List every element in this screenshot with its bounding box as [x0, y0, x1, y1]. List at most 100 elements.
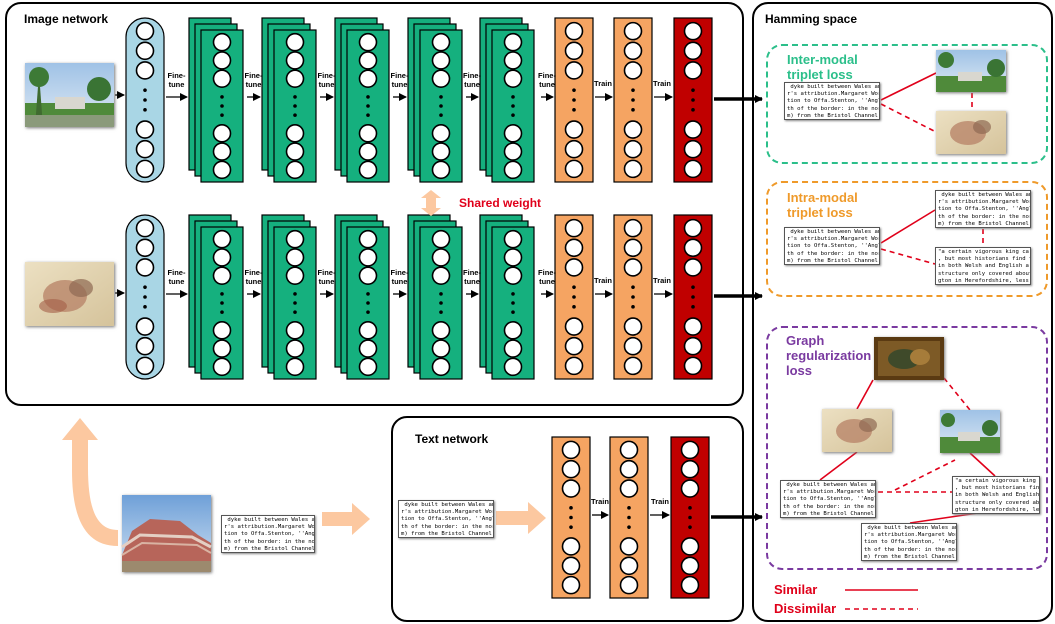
legend-dissimilar-label: Dissimilar	[774, 601, 837, 616]
neuron-node	[561, 556, 581, 576]
neuron-node	[680, 479, 700, 498]
ellipsis-dot	[627, 506, 631, 510]
neuron-node	[431, 339, 451, 358]
neuron-node	[285, 339, 305, 358]
neuron-node	[212, 229, 232, 249]
ellipsis-dot	[220, 292, 224, 296]
neuron-node	[623, 238, 643, 258]
neuron-node	[358, 160, 378, 180]
fc-layer	[554, 17, 594, 183]
neuron-node	[564, 336, 584, 356]
ellipsis-dot	[293, 113, 297, 117]
ellipsis-dot	[631, 98, 635, 102]
similar-line	[909, 512, 979, 524]
neuron-node	[212, 266, 232, 285]
neuron-node	[431, 124, 451, 143]
ellipsis-dot	[220, 104, 224, 108]
legend-similar-label: Similar	[774, 582, 818, 597]
graph-regularization-loss-box	[766, 326, 1048, 570]
ellipsis-dot	[631, 295, 635, 299]
neuron-node	[623, 61, 643, 80]
neuron-node	[619, 479, 639, 498]
neuron-node	[358, 69, 378, 88]
neuron-node	[680, 537, 700, 556]
ellipsis-dot	[572, 88, 576, 92]
ellipsis-dot	[366, 301, 370, 305]
neuron-node	[135, 41, 155, 61]
desert-photo	[121, 495, 212, 572]
inter-landscape-photo	[936, 50, 1006, 92]
framed-painting-photo	[874, 337, 944, 380]
neuron-node	[564, 139, 584, 159]
neuron-node	[135, 61, 155, 80]
train-label: Train	[594, 276, 612, 285]
neuron-node	[683, 41, 703, 61]
neuron-node	[564, 159, 584, 179]
text-fc-layer	[609, 436, 649, 599]
ellipsis-dot	[631, 305, 635, 309]
ellipsis-dot	[511, 104, 515, 108]
input-layer	[125, 214, 165, 380]
neuron-node	[561, 575, 581, 595]
ellipsis-dot	[688, 506, 692, 510]
neuron-node	[683, 159, 703, 179]
input-layer	[125, 17, 165, 183]
neuron-node	[135, 336, 155, 356]
neuron-node	[683, 21, 703, 41]
ellipsis-dot	[691, 108, 695, 112]
finetune-label: Fine- tune	[244, 71, 263, 89]
ellipsis-dot	[293, 301, 297, 305]
neuron-node	[431, 248, 451, 267]
ellipsis-dot	[439, 301, 443, 305]
neuron-node	[683, 317, 703, 336]
ellipsis-dot	[366, 113, 370, 117]
neuron-node	[212, 357, 232, 377]
neuron-node	[358, 32, 378, 52]
neuron-node	[503, 142, 523, 161]
neuron-node	[212, 32, 232, 52]
ellipsis-dot	[569, 506, 573, 510]
neuron-node	[623, 120, 643, 139]
ellipsis-dot	[569, 515, 573, 520]
neuron-node	[135, 159, 155, 179]
ellipsis-dot	[366, 95, 370, 99]
ellipsis-dot	[572, 285, 576, 289]
ellipsis-dot	[572, 108, 576, 112]
neuron-node	[135, 120, 155, 139]
neuron-node	[564, 238, 584, 258]
ellipsis-dot	[220, 301, 224, 305]
neuron-node	[564, 61, 584, 80]
neuron-node	[135, 139, 155, 159]
ellipsis-dot	[631, 88, 635, 92]
neuron-node	[564, 317, 584, 336]
neuron-node	[431, 142, 451, 161]
ellipsis-dot	[627, 525, 631, 529]
finetune-label: Fine- tune	[317, 268, 336, 286]
neuron-node	[285, 321, 305, 340]
neuron-node	[680, 575, 700, 595]
neuron-node	[135, 218, 155, 238]
neuron-node	[623, 159, 643, 179]
conv-layer-stack	[188, 214, 244, 380]
neuron-node	[623, 356, 643, 376]
ellipsis-dot	[220, 113, 224, 117]
ellipsis-dot	[691, 295, 695, 299]
ellipsis-dot	[572, 295, 576, 299]
text-fc-layer	[551, 436, 591, 599]
neuron-node	[683, 218, 703, 238]
neuron-node	[503, 69, 523, 88]
ellipsis-dot	[627, 515, 631, 520]
ellipsis-dot	[143, 305, 147, 309]
neuron-node	[212, 69, 232, 88]
neuron-node	[212, 248, 232, 267]
fc-layer	[613, 214, 653, 380]
finetune-label: Fine- tune	[538, 71, 556, 89]
neuron-node	[358, 124, 378, 143]
neuron-node	[564, 41, 584, 61]
dissimilar-line	[880, 248, 936, 265]
graph-painting-photo	[822, 409, 892, 452]
neuron-node	[619, 537, 639, 556]
neuron-node	[285, 142, 305, 161]
neuron-node	[503, 229, 523, 249]
